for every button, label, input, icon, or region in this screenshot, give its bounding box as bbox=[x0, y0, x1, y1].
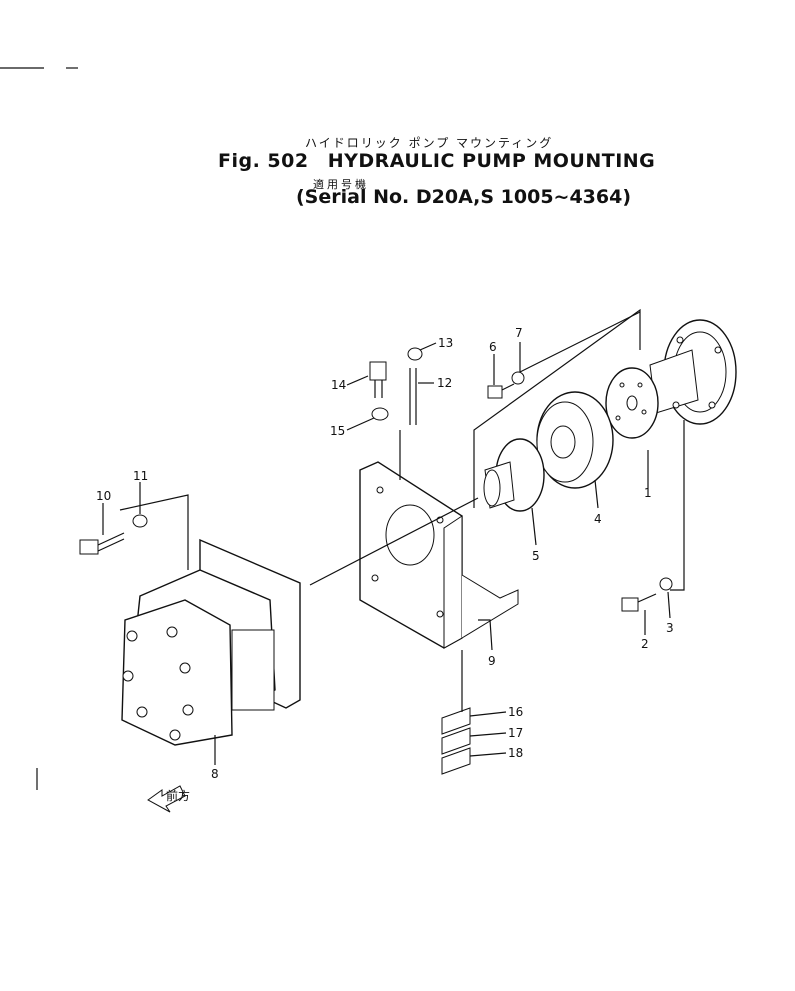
figure-title-block: ハイドロリック ポンプ マウンティング Fig. 502 HYDRAULIC P… bbox=[0, 0, 795, 230]
callout-14: 14 bbox=[331, 378, 346, 392]
callouts: 1 2 3 4 5 6 7 8 9 10 11 12 13 14 15 16 1… bbox=[96, 326, 674, 781]
part-bolt-10 bbox=[79, 532, 125, 555]
part-bolt-2 bbox=[621, 593, 657, 612]
callout-17: 17 bbox=[508, 726, 523, 740]
part-nut-13 bbox=[407, 347, 423, 361]
part-bolt-14 bbox=[369, 361, 387, 398]
part-stud-12 bbox=[409, 368, 417, 425]
leader-lines bbox=[119, 308, 685, 712]
part-washer-3 bbox=[659, 577, 673, 591]
callout-5: 5 bbox=[532, 549, 540, 563]
serial-number: (Serial No. D20A,S 1005~4364) bbox=[296, 186, 632, 208]
callout-8: 8 bbox=[211, 767, 219, 781]
part-washer-7 bbox=[511, 371, 525, 385]
part-shaft-flange bbox=[649, 319, 737, 425]
callout-9: 9 bbox=[488, 654, 496, 668]
figure-name: HYDRAULIC PUMP MOUNTING bbox=[327, 150, 656, 172]
callout-16: 16 bbox=[508, 705, 523, 719]
callout-18: 18 bbox=[508, 746, 523, 760]
part-rubber-coupling bbox=[536, 391, 614, 489]
part-washer-15 bbox=[371, 407, 389, 421]
callout-3: 3 bbox=[666, 621, 674, 635]
callout-7: 7 bbox=[515, 326, 523, 340]
part-shims bbox=[441, 707, 471, 775]
callout-4: 4 bbox=[594, 512, 602, 526]
serial-jp-label: 適用号機 bbox=[313, 178, 369, 191]
callout-6: 6 bbox=[489, 340, 497, 354]
front-direction-arrow: 前方 bbox=[147, 785, 190, 813]
callout-15: 15 bbox=[330, 424, 345, 438]
callout-11: 11 bbox=[133, 469, 148, 483]
part-hub bbox=[483, 438, 545, 512]
callout-13: 13 bbox=[438, 336, 453, 350]
figure-title: Fig. 502 HYDRAULIC PUMP MOUNTING bbox=[218, 150, 655, 172]
front-arrow-label: 前方 bbox=[166, 788, 190, 803]
callout-10: 10 bbox=[96, 489, 111, 503]
callout-12: 12 bbox=[437, 376, 452, 390]
title-kana: ハイドロリック ポンプ マウンティング bbox=[305, 136, 554, 150]
figure-number: Fig. 502 bbox=[218, 150, 309, 172]
callout-2: 2 bbox=[641, 637, 649, 651]
part-hydraulic-pump bbox=[121, 538, 301, 746]
part-bracket bbox=[359, 461, 519, 649]
part-washer-11 bbox=[132, 514, 148, 528]
part-disc-plate bbox=[605, 367, 659, 439]
part-bolt-6 bbox=[487, 383, 515, 399]
callout-1: 1 bbox=[644, 486, 652, 500]
